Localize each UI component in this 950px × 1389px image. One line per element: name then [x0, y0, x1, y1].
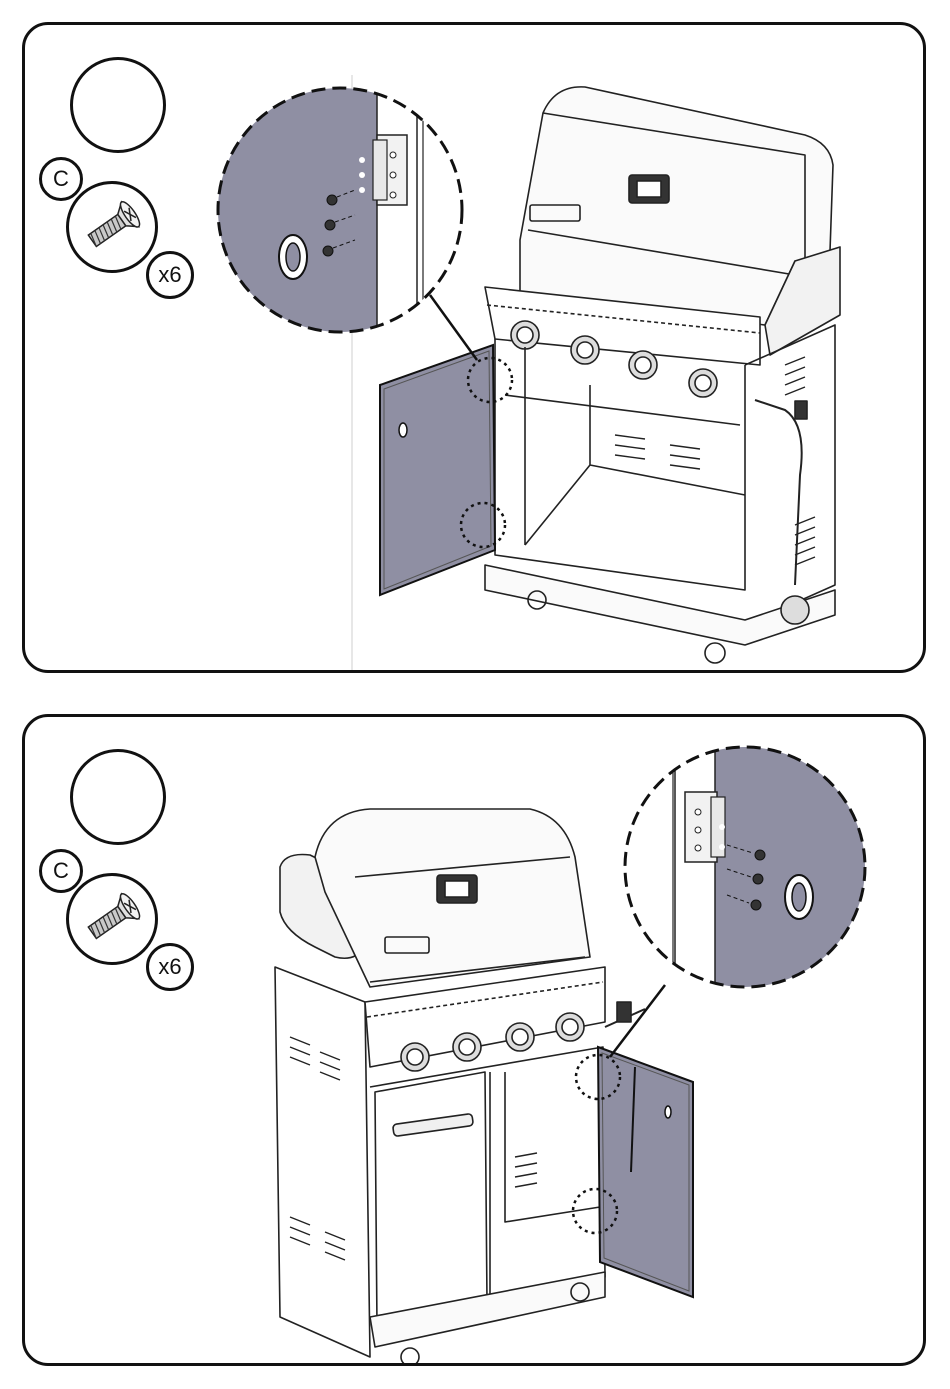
cabinet-door	[598, 1047, 693, 1297]
step-panel-2: C x6	[22, 714, 926, 1366]
grill-illustration	[25, 25, 926, 673]
grill-illustration	[25, 717, 926, 1366]
hinge-detail-magnifier	[625, 742, 875, 1002]
cabinet-door	[380, 345, 495, 595]
step-panel-1: C x6	[22, 22, 926, 673]
hinge-detail-magnifier	[205, 85, 462, 345]
